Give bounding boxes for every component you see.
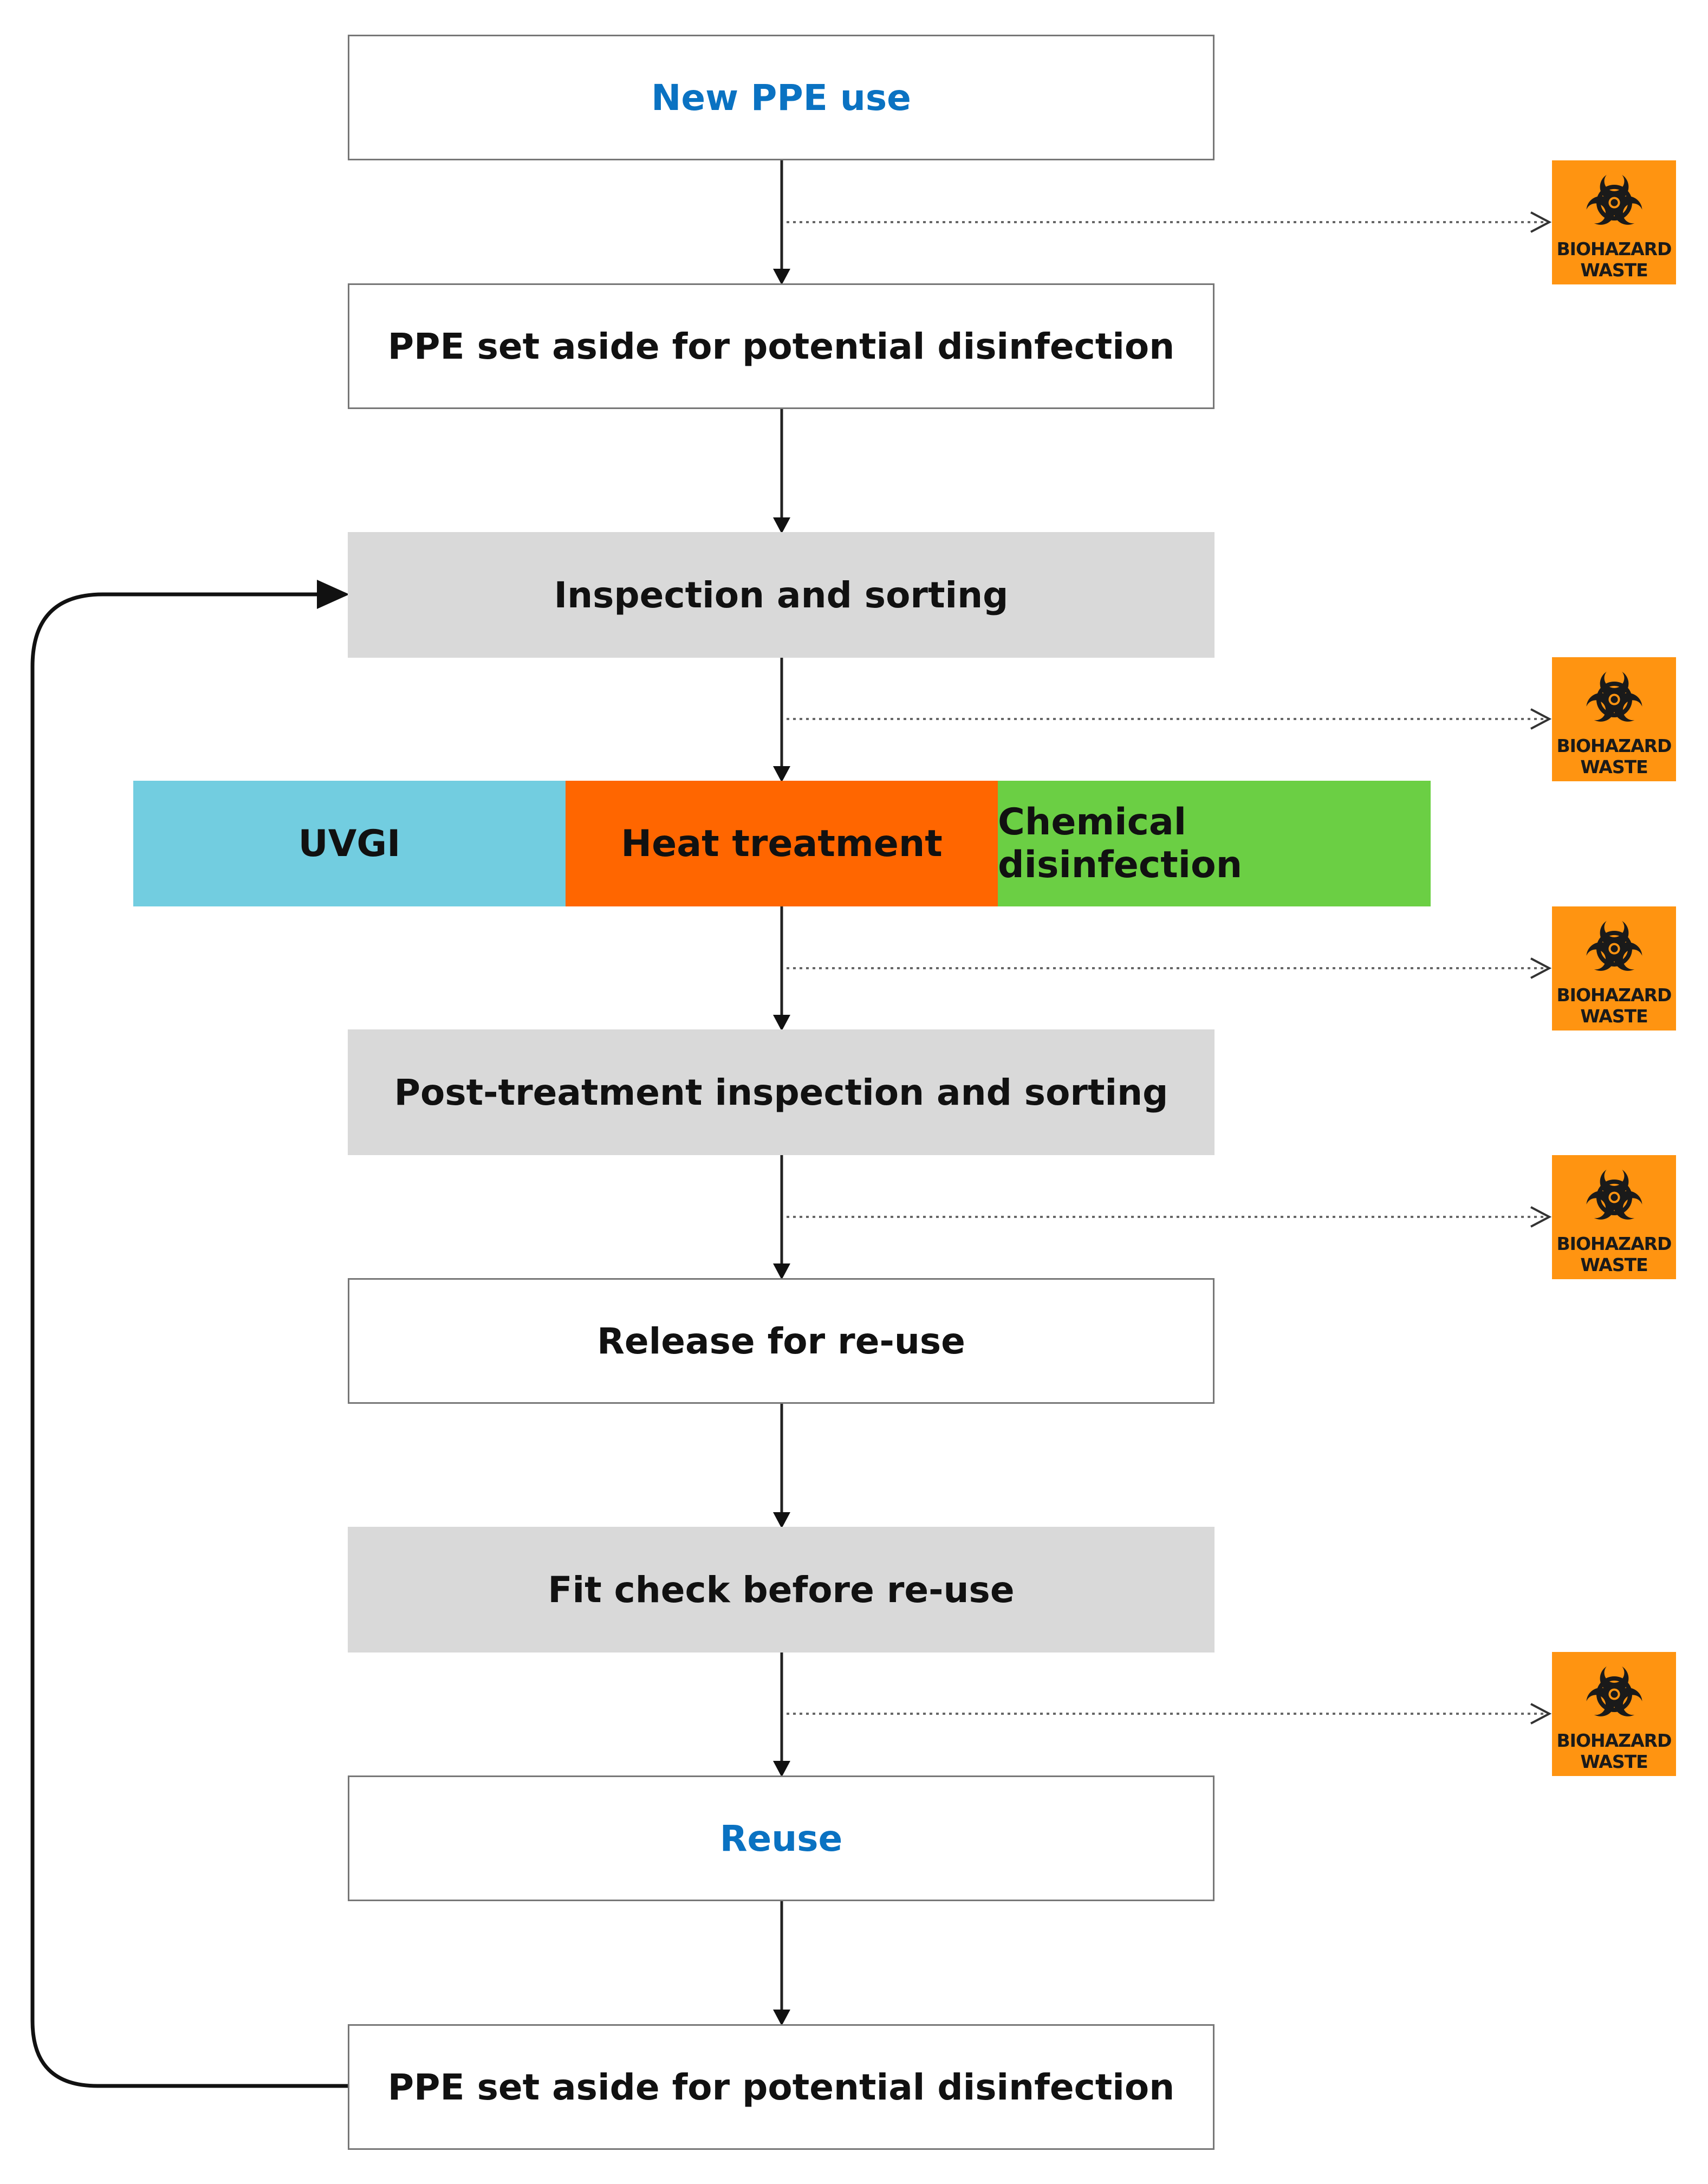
treatment-heat: Heat treatment bbox=[566, 781, 998, 906]
biohazard-icon bbox=[1585, 917, 1643, 971]
step-reuse: Reuse bbox=[348, 1775, 1215, 1901]
biohazard-icon bbox=[1585, 667, 1643, 722]
biohazard-icon bbox=[1585, 171, 1643, 225]
biohazard-label-3a: BIOHAZARD bbox=[1556, 984, 1672, 1006]
biohazard-waste-sign-4: BIOHAZARD WASTE bbox=[1552, 1155, 1676, 1279]
step-post-treatment-inspection: Post-treatment inspection and sorting bbox=[348, 1029, 1215, 1155]
biohazard-label-1a: BIOHAZARD bbox=[1556, 238, 1672, 260]
biohazard-label-4a: BIOHAZARD bbox=[1556, 1233, 1672, 1254]
step-inspection-sorting: Inspection and sorting bbox=[348, 532, 1215, 658]
treatment-uvgi: UVGI bbox=[133, 781, 566, 906]
step-new-ppe-use: New PPE use bbox=[348, 35, 1215, 160]
biohazard-label-3b: WASTE bbox=[1580, 1006, 1648, 1027]
step-fit-check: Fit check before re-use bbox=[348, 1527, 1215, 1652]
step-release-for-reuse: Release for re-use bbox=[348, 1278, 1215, 1404]
biohazard-waste-sign-5: BIOHAZARD WASTE bbox=[1552, 1652, 1676, 1776]
biohazard-waste-sign-2: BIOHAZARD WASTE bbox=[1552, 657, 1676, 781]
biohazard-label-4b: WASTE bbox=[1580, 1254, 1648, 1275]
biohazard-waste-sign-1: BIOHAZARD WASTE bbox=[1552, 160, 1676, 284]
biohazard-label-1b: WASTE bbox=[1580, 260, 1648, 281]
treatment-chemical: Chemical disinfection bbox=[998, 781, 1431, 906]
loop-back-connector bbox=[30, 592, 348, 2088]
biohazard-label-2a: BIOHAZARD bbox=[1556, 735, 1672, 756]
biohazard-waste-sign-3: BIOHAZARD WASTE bbox=[1552, 906, 1676, 1031]
biohazard-label-5b: WASTE bbox=[1580, 1751, 1648, 1772]
step-set-aside-2: PPE set aside for potential disinfection bbox=[348, 2024, 1215, 2150]
biohazard-icon bbox=[1585, 1165, 1643, 1220]
biohazard-label-5a: BIOHAZARD bbox=[1556, 1730, 1672, 1751]
biohazard-icon bbox=[1585, 1662, 1643, 1716]
biohazard-label-2b: WASTE bbox=[1580, 756, 1648, 777]
step-set-aside-1: PPE set aside for potential disinfection bbox=[348, 283, 1215, 409]
